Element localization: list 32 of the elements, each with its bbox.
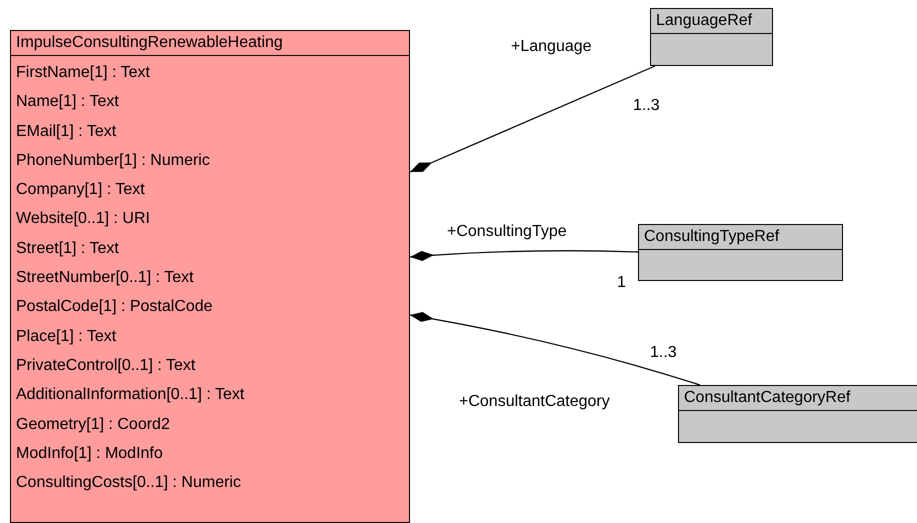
- class-box: [638, 224, 843, 281]
- composition-line: [410, 250, 638, 262]
- attribute-text: PhoneNumber[1] : Numeric: [16, 150, 211, 171]
- attribute-text: PostalCode[1] : PostalCode: [16, 297, 214, 318]
- attribute-text: ModInfo[1] : ModInfo: [16, 444, 164, 464]
- role-label: +ConsultingType: [447, 223, 567, 241]
- class-name: ConsultingTypeRef: [639, 225, 842, 250]
- attribute-text: PrivateControl[0..1] : Text: [16, 356, 196, 376]
- multiplicity-label: 1..3: [650, 344, 677, 362]
- role-label: +ConsultantCategory: [459, 393, 610, 411]
- attribute-text: AdditionalInformation[0..1] : Text: [16, 385, 246, 406]
- attribute-text: Place[1] : Text: [16, 326, 118, 347]
- class-box: [650, 8, 773, 66]
- class-name: ConsultantCategoryRef: [679, 386, 917, 411]
- class-name: LanguageRef: [651, 9, 772, 34]
- class-box: [10, 30, 410, 523]
- composition-line: [410, 312, 700, 386]
- attribute-text: FirstName[1] : Text: [16, 63, 151, 83]
- attribute-text: Geometry[1] : Coord2: [16, 414, 171, 435]
- attribute-text: ConsultingCosts[0..1] : Numeric: [16, 473, 242, 494]
- class-box: [678, 385, 917, 443]
- role-label: +Language: [511, 38, 592, 56]
- multiplicity-label: 1..3: [633, 97, 660, 115]
- composition-line: [410, 65, 656, 173]
- attribute-text: Street[1] : Text: [16, 238, 120, 259]
- class-name: ImpulseConsultingRenewableHeating: [11, 31, 409, 56]
- attribute-text: EMail[1] : Text: [16, 122, 118, 142]
- attribute-text: Website[0..1] : URI: [16, 209, 151, 230]
- multiplicity-label: 1: [617, 274, 626, 292]
- attribute-text: Name[1] : Text: [16, 92, 120, 112]
- attribute-text: Company[1] : Text: [16, 180, 146, 200]
- attribute-text: StreetNumber[0..1] : Text: [16, 268, 195, 288]
